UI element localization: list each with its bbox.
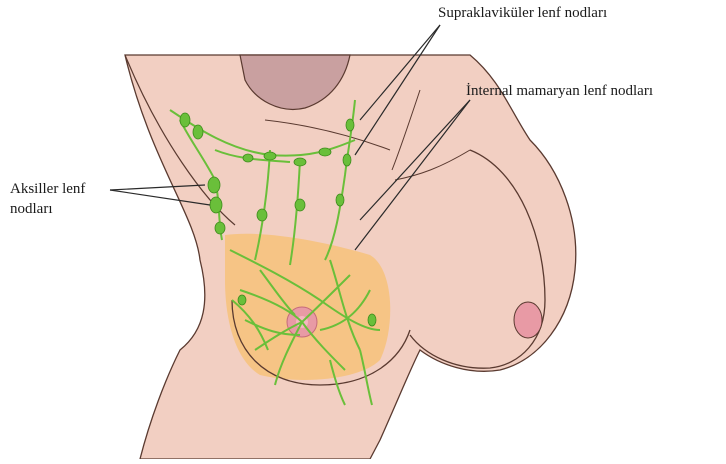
supraclavicular-label: Supraklaviküler lenf nodları — [438, 4, 607, 22]
breast-tissue — [225, 234, 390, 380]
axillary-label-line1: Aksiller lenf — [10, 180, 85, 198]
axillary-label-line2: nodları — [10, 200, 53, 218]
right-nipple — [514, 302, 542, 338]
internal-mammary-label: İnternal mamaryan lenf nodları — [466, 82, 653, 100]
